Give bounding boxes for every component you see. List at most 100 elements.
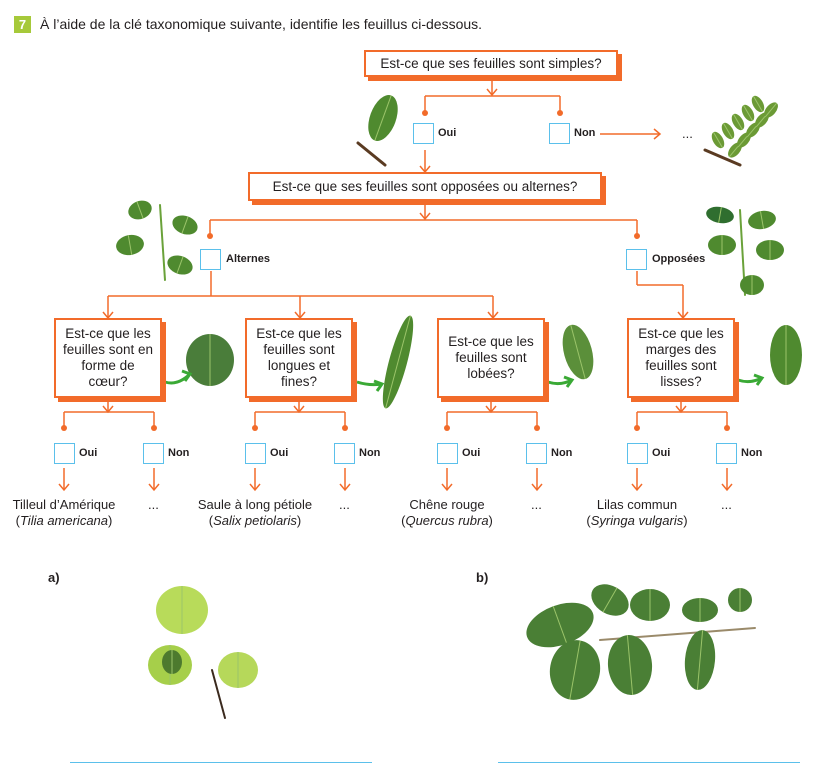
species-latin-name: (Salix petiolaris): [208, 513, 302, 528]
connector-dot: [444, 425, 450, 431]
compound-leaflet-icon: [751, 95, 765, 113]
opposite-leaf-icon: [748, 210, 776, 230]
instruction-text: À l’aide de la clé taxonomique suivante,…: [40, 16, 483, 32]
arrow-head-icon: [631, 483, 643, 492]
label-opposite: Opposées: [652, 253, 706, 265]
result-unknown: ...: [531, 497, 542, 512]
specimen-a-shadow: [162, 650, 182, 674]
compound-leaflet-icon: [721, 122, 735, 140]
label-no: Non: [551, 447, 573, 459]
connector-dot: [634, 425, 640, 431]
connector-dot: [724, 425, 730, 431]
checkbox-no-1[interactable]: [143, 443, 164, 464]
result-species-4: Lilas commun(Syringa vulgaris): [557, 497, 717, 529]
question-box-4: Est-ce que les marges des feuilles sont …: [627, 318, 735, 398]
label-yes: Oui: [79, 447, 98, 459]
arrow-head-icon: [531, 483, 543, 492]
label-no: Non: [741, 447, 763, 459]
connector-dot: [151, 425, 157, 431]
label-simple-no: Non: [574, 127, 596, 139]
connector-dot: [534, 425, 540, 431]
checkbox-yes-3[interactable]: [437, 443, 458, 464]
specimen-a-label: a): [48, 570, 60, 585]
connector-dot: [557, 110, 563, 116]
green-arrow-head-icon: [181, 369, 193, 382]
arrow-head-icon: [486, 88, 498, 97]
question-box-1: Est-ce que les feuilles sont en forme de…: [54, 318, 162, 398]
label-no: Non: [168, 447, 190, 459]
exercise-number-badge: 7: [14, 16, 31, 33]
twig: [159, 204, 166, 281]
green-arrow-head-icon: [753, 373, 765, 386]
species-common-name: Chêne rouge: [409, 497, 485, 512]
arrow-head-icon: [148, 483, 160, 492]
result-unknown: ...: [339, 497, 350, 512]
checkbox-simple-no[interactable]: [549, 123, 570, 144]
compound-leaflet-icon: [711, 131, 725, 149]
result-species-3: Chêne rouge(Quercus rubra): [367, 497, 527, 529]
latin-name-italic: Salix petiolaris: [213, 513, 297, 528]
specimen-b-label: b): [476, 570, 489, 585]
checkbox-alternate[interactable]: [200, 249, 221, 270]
checkbox-no-2[interactable]: [334, 443, 355, 464]
result-species-2: Saule à long pétiole(Salix petiolaris): [175, 497, 335, 529]
question-opposite-alternate: Est-ce que ses feuilles sont opposées ou…: [248, 172, 602, 201]
species-common-name: Lilas commun: [596, 497, 678, 512]
answer-line-b[interactable]: [498, 762, 800, 763]
connector-dot: [252, 425, 258, 431]
arrow-head-icon: [441, 483, 453, 492]
compound-leaflet-icon: [741, 104, 755, 122]
latin-name-italic: Syringa vulgaris: [590, 513, 684, 528]
checkbox-no-3[interactable]: [526, 443, 547, 464]
compound-leaflet-icon: [764, 102, 778, 118]
question-box-3: Est-ce que les feuilles sont lobées?: [437, 318, 545, 398]
green-arrow-head-icon: [563, 375, 575, 388]
arrow-head-icon: [419, 212, 431, 221]
alternate-leaf-icon: [116, 234, 144, 256]
answer-line-a[interactable]: [70, 762, 372, 763]
checkbox-yes-4[interactable]: [627, 443, 648, 464]
twig: [356, 141, 387, 167]
checkbox-yes-2[interactable]: [245, 443, 266, 464]
specimen-b-leaf: [549, 640, 601, 700]
specimen-b-leaf: [684, 630, 716, 690]
connector-dot: [422, 110, 428, 116]
opposite-leaf-icon: [756, 240, 784, 260]
species-latin-name: (Tilia americana): [15, 513, 113, 528]
connector-dot: [342, 425, 348, 431]
latin-name-italic: Tilia americana: [19, 513, 109, 528]
alternate-leaf-icon: [128, 200, 152, 220]
long-thin-leaf-icon: [382, 315, 414, 409]
alternate-leaf-icon: [167, 255, 193, 275]
specimen-b-leaf: [728, 588, 752, 612]
species-common-name: Tilleul d’Amérique: [12, 497, 116, 512]
specimen-b-leaf: [682, 598, 718, 622]
connector-dot: [207, 233, 213, 239]
checkbox-yes-1[interactable]: [54, 443, 75, 464]
opposite-leaf-icon: [708, 235, 736, 255]
label-alternate: Alternes: [226, 253, 271, 265]
green-arrow-head-icon: [373, 379, 385, 392]
question-box-2: Est-ce que les feuilles sont longues et …: [245, 318, 353, 398]
lobed-leaf-icon: [562, 324, 594, 380]
arrow-head-icon: [249, 483, 261, 492]
question-simple-leaves: Est-ce que ses feuilles sont simples?: [364, 50, 618, 77]
specimen-b-leaf: [607, 635, 653, 695]
specimen-b-leaf: [591, 584, 629, 616]
checkbox-no-4[interactable]: [716, 443, 737, 464]
specimen-a-leaf: [156, 586, 208, 634]
label-yes: Oui: [462, 447, 481, 459]
smooth-margin-leaf-icon: [770, 325, 802, 385]
connector-dot: [634, 233, 640, 239]
species-common-name: Saule à long pétiole: [197, 497, 313, 512]
checkbox-opposite[interactable]: [626, 249, 647, 270]
label-no: Non: [359, 447, 381, 459]
opposite-leaf-icon: [706, 206, 734, 224]
checkbox-simple-yes[interactable]: [413, 123, 434, 144]
species-latin-name: (Syringa vulgaris): [586, 513, 688, 528]
heart-leaf-icon: [186, 334, 234, 386]
label-yes: Oui: [270, 447, 289, 459]
twig: [211, 669, 226, 719]
result-unknown: ...: [721, 497, 732, 512]
